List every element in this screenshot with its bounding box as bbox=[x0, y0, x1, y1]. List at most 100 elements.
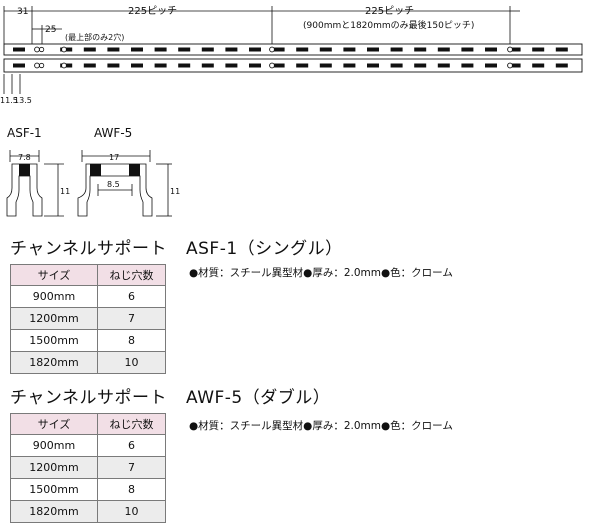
slot bbox=[461, 63, 474, 68]
section-1-heading: チャンネルサポート ASF-1（シングル） bbox=[10, 234, 342, 259]
cell-size: 1500mm bbox=[10, 329, 98, 352]
note-top-holes: (最上部のみ2穴) bbox=[65, 32, 124, 42]
awf-width: 17 bbox=[109, 153, 119, 162]
slot bbox=[437, 47, 450, 52]
section-2-title: チャンネルサポート bbox=[10, 388, 167, 408]
table-row: 1820mm 10 bbox=[10, 351, 166, 374]
cell-holes: 7 bbox=[97, 307, 166, 330]
cell-holes: 10 bbox=[97, 351, 166, 374]
table-row: 1820mm 10 bbox=[10, 500, 166, 523]
screw-hole bbox=[61, 46, 67, 53]
slot bbox=[83, 63, 96, 68]
slot bbox=[201, 63, 214, 68]
screw-hole bbox=[507, 46, 513, 53]
slot bbox=[225, 47, 238, 52]
slot bbox=[319, 63, 332, 68]
slot bbox=[532, 63, 545, 68]
awf-inner: 8.5 bbox=[107, 180, 120, 189]
slot bbox=[225, 63, 238, 68]
slot bbox=[555, 63, 568, 68]
awf-height: 11 bbox=[170, 187, 180, 196]
cell-size: 1820mm bbox=[10, 351, 98, 374]
slot bbox=[319, 47, 332, 52]
table-header-size: サイズ bbox=[10, 413, 98, 435]
screw-hole bbox=[507, 62, 513, 69]
table-row: 1500mm 8 bbox=[10, 329, 166, 352]
slot bbox=[343, 63, 356, 68]
slot bbox=[154, 63, 167, 68]
slot bbox=[343, 47, 356, 52]
rail-bodies bbox=[3, 43, 583, 73]
slot bbox=[107, 63, 120, 68]
slot bbox=[13, 63, 25, 68]
table-row: 1200mm 7 bbox=[10, 456, 166, 479]
screw-hole bbox=[61, 62, 67, 69]
profile-awf-drawing: 17 8.5 11 bbox=[77, 150, 180, 217]
section-2-table: サイズ ねじ穴数 900mm 6 1200mm 7 1500mm 8 1820m… bbox=[10, 413, 166, 523]
cell-size: 900mm bbox=[10, 285, 98, 308]
slot bbox=[154, 47, 167, 52]
slot bbox=[485, 47, 497, 52]
screw-hole bbox=[34, 62, 40, 69]
cell-size: 1500mm bbox=[10, 478, 98, 501]
cell-size: 900mm bbox=[10, 434, 98, 457]
asf-width: 7.8 bbox=[18, 153, 31, 162]
dim-25: 25 bbox=[45, 25, 56, 35]
cell-holes: 8 bbox=[97, 478, 166, 501]
slot bbox=[367, 63, 379, 68]
slot bbox=[437, 63, 450, 68]
slot bbox=[83, 47, 96, 52]
rail-strip bbox=[3, 43, 583, 56]
screw-hole bbox=[34, 46, 40, 53]
screw-hole bbox=[269, 46, 275, 53]
note-pitch: (900mmと1820mmのみ最後150ピッチ) bbox=[303, 19, 474, 31]
slot bbox=[555, 47, 568, 52]
section-1-title: チャンネルサポート bbox=[10, 239, 167, 259]
slot bbox=[532, 47, 545, 52]
table-header-holes: ねじ穴数 bbox=[97, 264, 166, 286]
cell-size: 1820mm bbox=[10, 500, 98, 523]
section-1-table: サイズ ねじ穴数 900mm 6 1200mm 7 1500mm 8 1820m… bbox=[10, 264, 166, 374]
slot bbox=[414, 47, 427, 52]
screw-hole bbox=[269, 62, 275, 69]
rail-strip bbox=[3, 58, 583, 73]
slot bbox=[178, 63, 191, 68]
slot bbox=[131, 63, 143, 68]
slot bbox=[249, 63, 261, 68]
section-2-spec: ●材質：スチール異型材●厚み：2.0mm●色：クローム bbox=[189, 420, 453, 432]
slot bbox=[390, 63, 403, 68]
cell-holes: 6 bbox=[97, 285, 166, 308]
asf-height: 11 bbox=[60, 187, 70, 196]
profile-asf-drawing: 7.8 11 bbox=[6, 150, 70, 217]
table-header-holes: ねじ穴数 bbox=[97, 413, 166, 435]
rail-drawing: 31 25 (最上部のみ2穴) 225ピッチ 225ピッチ (900mmと182… bbox=[0, 5, 583, 105]
section-2-model: AWF-5（ダブル） bbox=[186, 388, 331, 408]
table-header-size: サイズ bbox=[10, 264, 98, 286]
dim-pitch-1: 225ピッチ bbox=[128, 5, 177, 17]
slot bbox=[296, 63, 309, 68]
slot bbox=[461, 47, 474, 52]
slot bbox=[201, 47, 214, 52]
dim-pitch-2: 225ピッチ bbox=[365, 5, 414, 17]
cell-size: 1200mm bbox=[10, 456, 98, 479]
slot bbox=[131, 47, 143, 52]
profile-label-awf: AWF-5 bbox=[94, 126, 133, 140]
slot bbox=[508, 47, 521, 52]
table-row: 1500mm 8 bbox=[10, 478, 166, 501]
slot bbox=[249, 47, 261, 52]
cell-holes: 6 bbox=[97, 434, 166, 457]
dim-13-5: 13.5 bbox=[14, 96, 32, 105]
slot bbox=[414, 63, 427, 68]
slot bbox=[272, 63, 285, 68]
slot bbox=[485, 63, 497, 68]
slot bbox=[178, 47, 191, 52]
slot bbox=[508, 63, 521, 68]
dim-11-5: 11.5 bbox=[0, 96, 18, 105]
profile-label-asf: ASF-1 bbox=[7, 126, 42, 140]
cell-size: 1200mm bbox=[10, 307, 98, 330]
table-row: 900mm 6 bbox=[10, 434, 166, 457]
table-row: 1200mm 7 bbox=[10, 307, 166, 330]
table-row: 900mm 6 bbox=[10, 285, 166, 308]
dim-31: 31 bbox=[17, 7, 28, 17]
slot bbox=[367, 47, 379, 52]
